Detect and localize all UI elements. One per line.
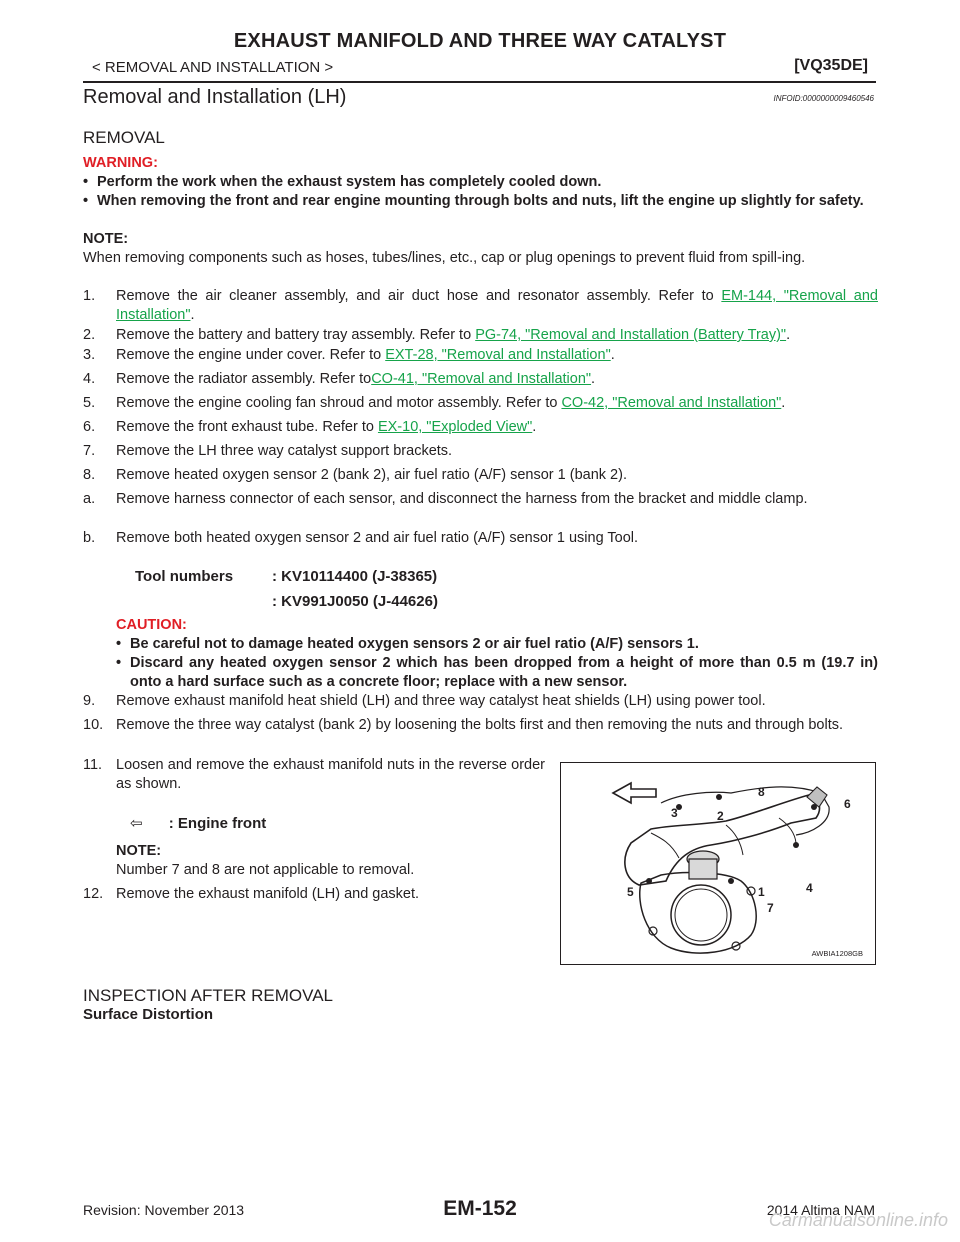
warning-item: • Perform the work when the exhaust syst… [83, 174, 602, 190]
inspection-heading: INSPECTION AFTER REMOVAL [83, 986, 334, 1005]
step-item: 4. Remove the radiator assembly. Refer t… [83, 371, 596, 387]
step-item: a. Remove harness connector of each sens… [83, 491, 808, 507]
page-number: EM-152 [443, 1197, 517, 1220]
note-label: NOTE: [83, 231, 129, 247]
inspection-subheading: Surface Distortion [83, 1006, 214, 1023]
exhaust-manifold-illustration [611, 781, 830, 954]
step-item: 11. Loosen and remove the exhaust manifo… [83, 757, 545, 792]
bullet: • [83, 193, 89, 209]
reference-link[interactable]: CO-42, "Removal and Installation" [561, 395, 782, 411]
warning-label: WARNING: [83, 155, 158, 171]
revision-date: Revision: November 2013 [83, 1202, 245, 1218]
note-label: NOTE: [116, 843, 162, 859]
reference-link[interactable]: CO-41, "Removal and Installation" [371, 371, 592, 387]
note-text: When removing components such as hoses, … [83, 250, 806, 266]
step-item: 5. Remove the engine cooling fan shroud … [83, 395, 786, 411]
step-item: 3. Remove the engine under cover. Refer … [83, 347, 615, 363]
removal-heading: REMOVAL [83, 128, 165, 147]
figure-code: AWBIA1208GB [811, 949, 863, 958]
bullet: • [83, 174, 89, 190]
step-item: 7. Remove the LH three way catalyst supp… [83, 443, 453, 459]
reference-link[interactable]: EX-10, "Exploded View" [377, 419, 533, 435]
model-name: 2014 Altima NAM [766, 1202, 875, 1218]
figure-number-6: 6 [844, 797, 851, 811]
caution-item: • Be careful not to damage heated oxygen… [116, 636, 699, 652]
note-text: Number 7 and 8 are not applicable to rem… [116, 862, 415, 878]
tool-numbers: Tool numbers : KV10114400 (J-38365) [135, 568, 438, 585]
step-item: 1. Remove the air cleaner assembly, and … [83, 288, 878, 323]
caution-item: • Discard any heated oxygen sensor 2 whi… [116, 655, 878, 690]
figure-number-3: 3 [671, 806, 678, 820]
watermark: Carmanualsonline.info [768, 1210, 948, 1230]
reference-link[interactable]: EXT-28, "Removal and Installation" [385, 347, 611, 363]
step-item: 8. Remove heated oxygen sensor 2 (bank 2… [83, 467, 627, 483]
figure-number-2: 2 [717, 809, 724, 823]
step-item: 12. Remove the exhaust manifold (LH) and… [83, 886, 420, 902]
figure-number-1: 1 [758, 885, 765, 899]
figure-number-4: 4 [806, 881, 813, 895]
figure-number-8: 8 [758, 785, 765, 799]
step-item: 9. Remove exhaust manifold heat shield (… [83, 693, 766, 709]
warning-item: • When removing the front and rear engin… [83, 193, 864, 209]
step-item: 2. Remove the battery and battery tray a… [83, 327, 791, 343]
reference-link[interactable]: PG-74, "Removal and Installation (Batter… [475, 327, 787, 343]
breadcrumb: < REMOVAL AND INSTALLATION > [92, 59, 334, 76]
info-id: INFOID:0000000009460546 [773, 94, 874, 103]
step-item: 10. Remove the three way catalyst (bank … [83, 717, 844, 733]
figure-number-5: 5 [627, 885, 634, 899]
header-rule [83, 81, 876, 83]
page-title: EXHAUST MANIFOLD AND THREE WAY CATALYST [233, 30, 727, 52]
tool-number-2: : KV991J0050 (J-44626) [272, 593, 438, 610]
reference-link[interactable]: EM-144, "Removal and Installation" [116, 288, 878, 323]
figure-number-7: 7 [767, 901, 774, 915]
legend: ⇦ : Engine front [130, 815, 267, 832]
section-title: Removal and Installation (LH) [83, 86, 347, 108]
engine-code: [VQ35DE] [794, 57, 868, 74]
caution-label: CAUTION: [116, 617, 187, 633]
exhaust-manifold-figure: 8 3 2 6 5 1 4 7 AWBIA1208GB [560, 762, 876, 965]
step-item: 6. Remove the front exhaust tube. Refer … [83, 419, 537, 435]
engine-front-arrow-icon: ⇦ [130, 815, 143, 832]
step-item: b. Remove both heated oxygen sensor 2 an… [83, 530, 639, 546]
